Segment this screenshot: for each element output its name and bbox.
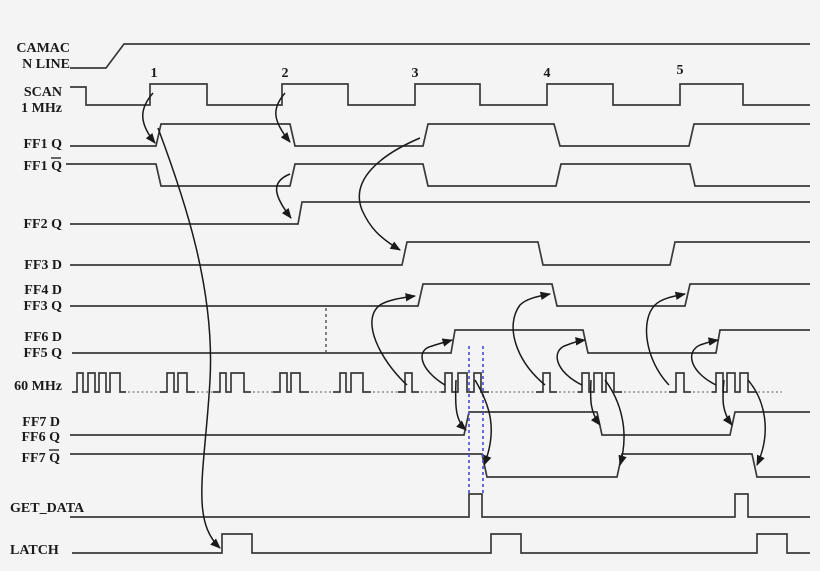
signal-label-ff6d_ff5q: FF5 Q <box>24 346 63 361</box>
clock-60mhz: 60 MHz <box>14 372 782 394</box>
waveform-ff6d_ff5q <box>72 329 810 354</box>
causal-arrow <box>454 379 467 431</box>
causal-arrow <box>556 337 587 386</box>
waveform-ff1q <box>70 123 810 147</box>
causal-arrow <box>275 92 291 143</box>
signal-label-ff2q: FF2 Q <box>24 217 63 232</box>
signal-label-latch: LATCH <box>10 543 59 558</box>
waveform-scan <box>70 83 810 106</box>
signal-label-camac: CAMAC <box>16 41 70 56</box>
signal-label-ff6d_ff5q: FF6 D <box>24 330 62 345</box>
clock-burst <box>441 372 489 393</box>
signal-label-ff1qbar: FF1 Q <box>24 159 63 174</box>
capture-window <box>468 346 484 494</box>
waveform-latch <box>72 533 810 554</box>
causal-arrow <box>421 338 454 386</box>
waveform-ff3d <box>70 241 810 266</box>
waveform-ff7qbar <box>70 453 810 478</box>
clock-burst <box>273 372 309 393</box>
clock-burst <box>333 372 371 393</box>
clock-burst <box>72 372 126 393</box>
waveform-get_data <box>70 493 810 518</box>
signal-label-camac: N LINE <box>22 57 70 72</box>
waveform-ff7d_ff6q <box>70 411 810 436</box>
edge-marker-2: 2 <box>282 66 289 81</box>
signal-label-scan: 1 MHz <box>21 101 62 116</box>
causal-arrow <box>275 173 292 219</box>
causal-arrow <box>512 291 552 386</box>
causal-arrow <box>142 92 156 144</box>
waveform-ff2q <box>70 201 810 225</box>
edge-marker-3: 3 <box>412 66 419 81</box>
causal-arrow <box>358 137 421 251</box>
causal-arrow <box>690 337 720 386</box>
clock-burst <box>160 372 195 393</box>
edge-marker-5: 5 <box>677 63 684 78</box>
causal-arrow <box>589 379 601 426</box>
signal-label-ff4d_ff3q: FF4 D <box>24 283 62 298</box>
signal-label-get_data: GET_DATA <box>10 501 85 516</box>
signal-label-ff7d_ff6q: FF7 D <box>22 415 60 430</box>
clock-burst <box>398 372 419 393</box>
causal-arrow <box>157 127 221 549</box>
clock-burst <box>536 372 557 393</box>
signal-label-ff7qbar: FF7 Q <box>22 451 61 466</box>
signal-label-ff1q: FF1 Q <box>24 137 63 152</box>
edge-marker-4: 4 <box>544 66 551 81</box>
signal-label-scan: SCAN <box>24 85 62 100</box>
clock-burst <box>578 372 622 393</box>
signal-waveforms <box>66 43 810 554</box>
clock-burst <box>213 372 251 393</box>
edge-marker-1: 1 <box>151 66 158 81</box>
causal-arrow <box>604 379 627 467</box>
waveform-ff1qbar <box>66 163 810 187</box>
causal-arrow <box>371 293 417 386</box>
edge-markers: 1 2 3 4 5 <box>151 63 684 81</box>
signal-label-60mhz: 60 MHz <box>14 379 62 394</box>
causal-arrow <box>645 291 687 386</box>
clock-burst <box>669 372 691 393</box>
causal-arrow <box>474 379 492 466</box>
causal-arrows <box>142 92 766 549</box>
clock-burst <box>712 372 756 393</box>
signal-label-ff7d_ff6q: FF6 Q <box>22 430 61 445</box>
causal-arrow <box>722 379 733 426</box>
signal-label-ff4d_ff3q: FF3 Q <box>24 299 63 314</box>
causal-arrow <box>747 379 766 466</box>
signal-label-ff3d: FF3 D <box>24 258 62 273</box>
waveform-ff4d_ff3q <box>70 283 810 307</box>
waveform-camac <box>70 43 810 69</box>
